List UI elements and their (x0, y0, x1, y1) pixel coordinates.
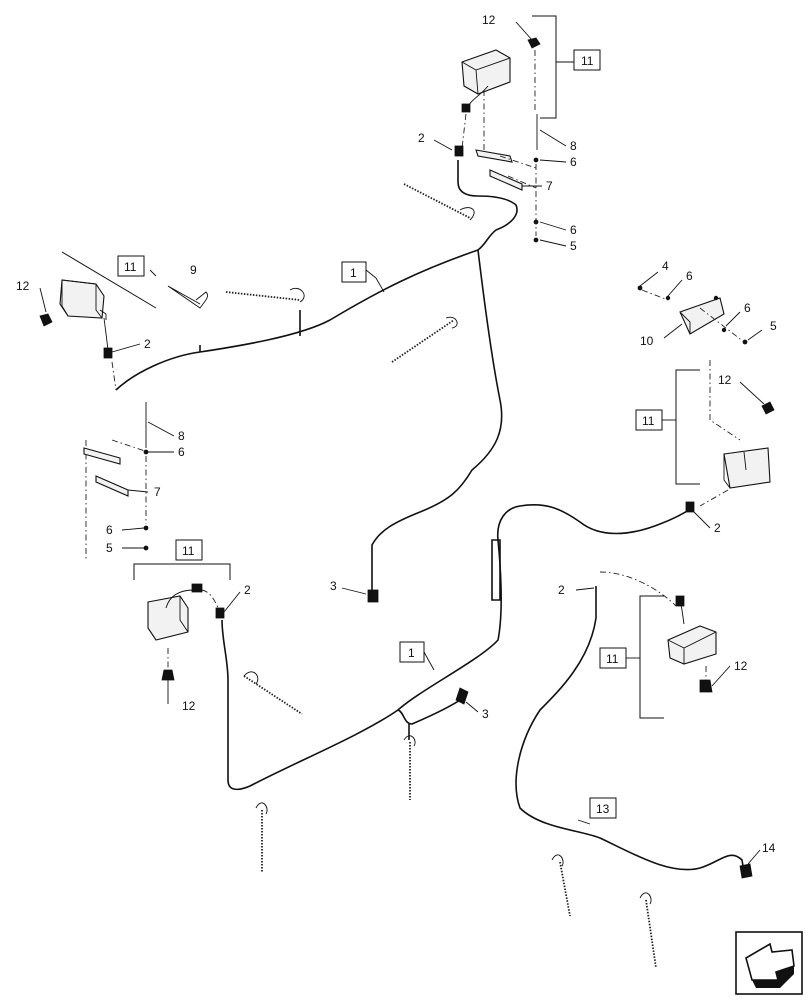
callout-6: 6 (570, 223, 577, 237)
callout-11: 11 (642, 414, 655, 428)
callout-11: 11 (182, 544, 195, 558)
harness-13 (515, 571, 745, 873)
callout-2: 2 (418, 131, 425, 145)
callout-11: 11 (124, 260, 137, 274)
connectors-and-ties (225, 183, 753, 969)
callout-5: 5 (570, 239, 577, 253)
harness-1-lower (221, 503, 693, 791)
callout-12: 12 (16, 279, 30, 293)
callout-5: 5 (106, 541, 113, 555)
clip-part-9 (167, 285, 209, 309)
callout-14: 14 (762, 841, 776, 855)
callout-9: 9 (190, 263, 197, 277)
callout-6: 6 (570, 155, 577, 169)
callout-12: 12 (718, 373, 732, 387)
callout-box-11 (599, 647, 627, 669)
callout-box-11 (635, 409, 663, 431)
callout-box-11 (573, 49, 601, 71)
callout-6: 6 (178, 445, 185, 459)
callout-7: 7 (154, 485, 161, 499)
callout-12: 12 (182, 699, 196, 713)
callout-box-11 (175, 539, 203, 561)
callout-2: 2 (244, 583, 251, 597)
callout-2: 2 (558, 583, 565, 597)
harness-1-upper (115, 160, 518, 590)
callout-8: 8 (570, 139, 577, 153)
callout-13: 13 (596, 802, 610, 816)
lamp-assembly-top (461, 37, 541, 150)
callout-12: 12 (734, 659, 748, 673)
callout-box-1 (341, 261, 367, 283)
callout-box-11 (117, 255, 145, 277)
callout-box-1 (399, 641, 425, 663)
callout-5: 5 (770, 319, 777, 333)
callout-7: 7 (546, 179, 553, 193)
grouping-brackets (61, 15, 700, 719)
callout-6: 6 (686, 269, 693, 283)
callout-2: 2 (714, 521, 721, 535)
callout-6: 6 (744, 301, 751, 315)
callout-6: 6 (106, 523, 113, 537)
leader-lines (39, 21, 765, 865)
callout-11: 11 (581, 54, 594, 68)
lamp-assembly-right (637, 285, 775, 513)
lamp-assembly-lower-right (667, 595, 717, 693)
callout-box-13 (589, 797, 617, 819)
callout-1: 1 (408, 646, 415, 660)
callout-11: 11 (606, 652, 619, 666)
callout-3: 3 (330, 579, 337, 593)
callout-8: 8 (178, 429, 185, 443)
callout-12: 12 (482, 13, 496, 27)
callout-labels: 12 11 2 8 6 7 6 5 1 11 9 12 2 8 6 7 6 5 … (16, 13, 777, 855)
callout-3: 3 (482, 707, 489, 721)
callout-2: 2 (144, 337, 151, 351)
bracket-set-top (454, 145, 539, 243)
callout-10: 10 (640, 334, 654, 348)
lamp-assembly-lower-left (147, 583, 225, 696)
lamp-assembly-left (39, 279, 149, 560)
callout-4: 4 (662, 259, 669, 273)
callout-1: 1 (350, 266, 357, 280)
next-page-arrow-icon[interactable] (735, 931, 803, 995)
